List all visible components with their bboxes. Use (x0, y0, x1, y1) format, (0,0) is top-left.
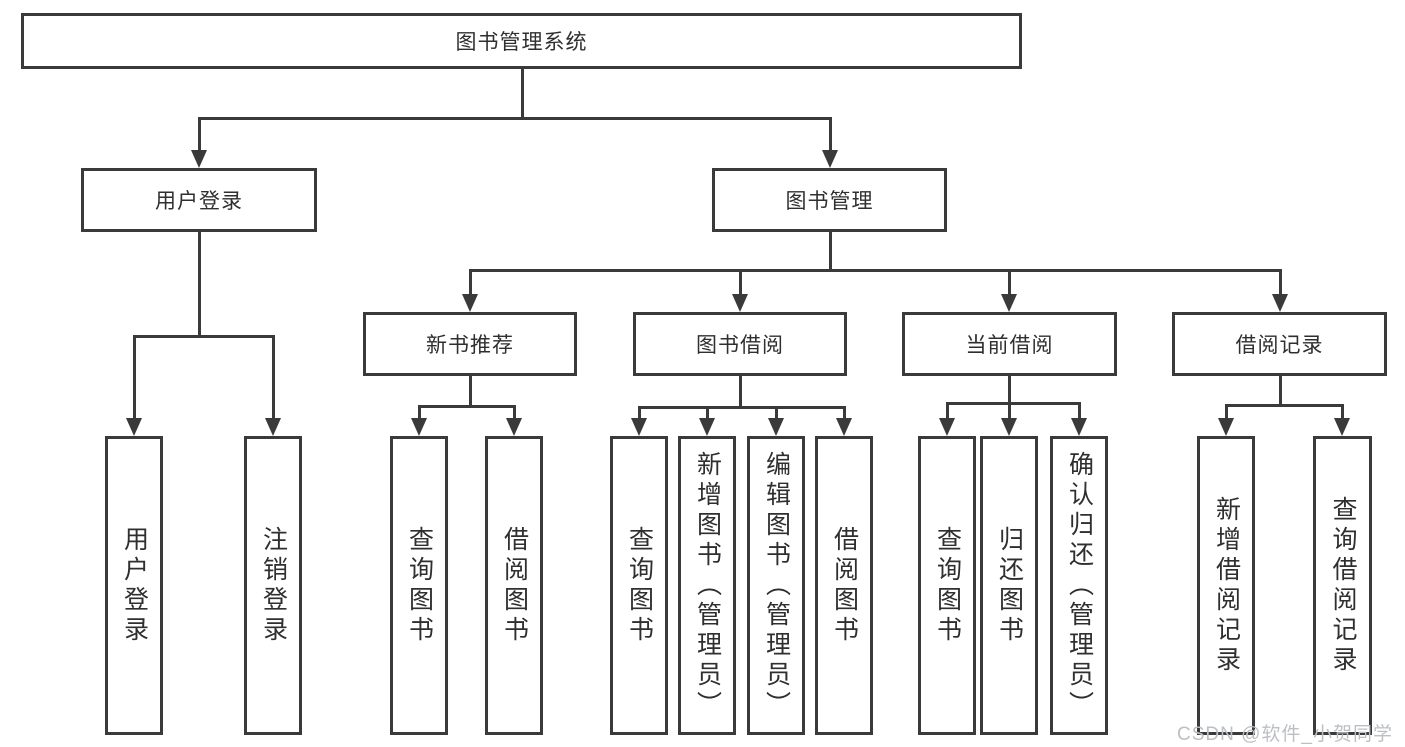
connector-line (197, 118, 201, 154)
arrow-down-icon (265, 418, 281, 436)
node-add-books-admin: 新增图书（管理员） (678, 436, 736, 735)
node-return-books: 归还图书 (980, 436, 1038, 735)
connector-line (828, 118, 832, 154)
connector-line (738, 376, 742, 407)
connector-line (132, 334, 275, 338)
watermark: CSDN @软件_小贺同学 (1177, 724, 1393, 745)
node-book-management: 图书管理 (712, 168, 947, 232)
arrow-down-icon (732, 294, 748, 312)
connector-line (1077, 403, 1081, 422)
node-confirm-return-admin: 确认归还（管理员） (1050, 436, 1108, 735)
node-add-borrow-record: 新增借阅记录 (1197, 436, 1255, 735)
connector-line (468, 376, 472, 406)
node-borrow-books-2: 借阅图书 (815, 436, 873, 735)
connector-line (774, 407, 778, 422)
connector-line (1007, 403, 1011, 422)
node-logout-leaf: 注销登录 (244, 436, 302, 735)
node-borrow-records: 借阅记录 (1172, 312, 1387, 376)
connector-line (468, 268, 1282, 272)
connector-line (417, 404, 516, 408)
arrow-down-icon (1272, 294, 1288, 312)
arrow-down-icon (822, 150, 838, 168)
connector-line (828, 232, 832, 270)
connector-line (520, 69, 524, 118)
arrow-down-icon (1001, 418, 1017, 436)
arrow-down-icon (462, 294, 478, 312)
arrow-down-icon (126, 418, 142, 436)
connector-line (1340, 405, 1344, 422)
connector-line (197, 232, 201, 336)
node-edit-books-admin: 编辑图书（管理员） (747, 436, 805, 735)
node-query-books-3: 查询图书 (918, 436, 976, 735)
connector-line (1007, 270, 1011, 298)
connector-line (637, 407, 641, 422)
arrow-down-icon (191, 150, 207, 168)
connector-line (738, 270, 742, 298)
connector-line (637, 405, 846, 409)
connector-line (417, 406, 421, 422)
node-borrow-books-1: 借阅图书 (485, 436, 543, 735)
connector-line (705, 407, 709, 422)
arrow-down-icon (1071, 418, 1087, 436)
connector-line (1007, 376, 1011, 403)
arrow-down-icon (699, 418, 715, 436)
arrow-down-icon (411, 418, 427, 436)
node-query-borrow-record: 查询借阅记录 (1313, 436, 1372, 735)
node-query-books-1: 查询图书 (390, 436, 448, 735)
connector-line (132, 336, 136, 422)
node-user-login-leaf: 用户登录 (105, 436, 163, 735)
arrow-down-icon (506, 418, 522, 436)
node-new-book-recommend: 新书推荐 (363, 312, 577, 376)
node-book-borrowing: 图书借阅 (633, 312, 847, 376)
arrow-down-icon (631, 418, 647, 436)
arrow-down-icon (1218, 418, 1234, 436)
arrow-down-icon (768, 418, 784, 436)
connector-line (512, 406, 516, 422)
connector-line (945, 401, 1081, 405)
connector-line (468, 270, 472, 298)
arrow-down-icon (1001, 294, 1017, 312)
connector-line (842, 407, 846, 422)
connector-line (1278, 270, 1282, 298)
node-current-borrowing: 当前借阅 (902, 312, 1117, 376)
arrow-down-icon (836, 418, 852, 436)
node-query-books-2: 查询图书 (610, 436, 668, 735)
connector-line (945, 403, 949, 422)
connector-line (1278, 376, 1282, 405)
connector-line (271, 336, 275, 422)
connector-line (1224, 403, 1344, 407)
connector-line (1224, 405, 1228, 422)
node-system: 图书管理系统 (21, 13, 1022, 69)
arrow-down-icon (1334, 418, 1350, 436)
node-user-login: 用户登录 (81, 168, 317, 232)
arrow-down-icon (939, 418, 955, 436)
connector-line (197, 116, 832, 120)
